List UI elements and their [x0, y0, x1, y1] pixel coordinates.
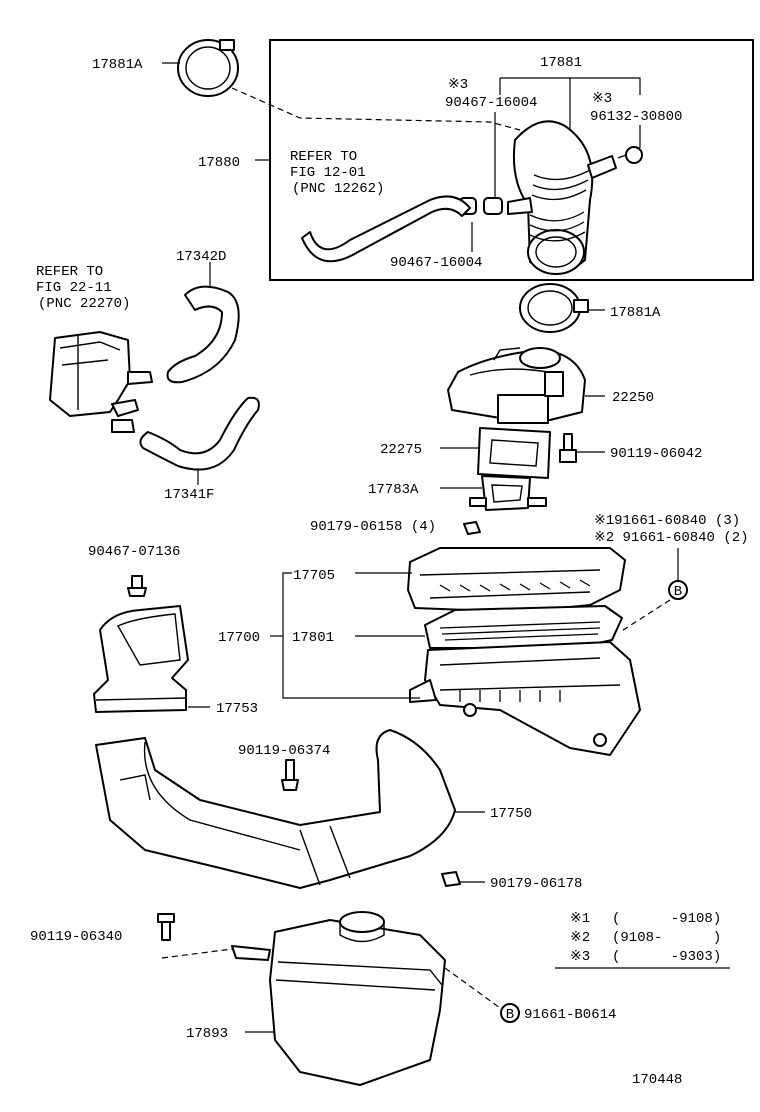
bolt-resonator — [157, 913, 175, 941]
filter-element — [424, 605, 623, 649]
label-17893: 17893 — [186, 1026, 228, 1042]
grommet-callout: B — [668, 580, 688, 600]
label-90119-06340: 90119-06340 — [30, 929, 122, 945]
legend-range-2: (9108- ) — [612, 930, 721, 946]
label-91661-b0614: 91661-B0614 — [524, 1007, 616, 1023]
label-90467-16004-bottom: 90467-16004 — [390, 255, 482, 271]
hose-17342d — [166, 285, 240, 384]
grommet-res-callout: B — [500, 1003, 520, 1023]
legend-range-3: ( -9303) — [612, 949, 721, 965]
label-17880: 17880 — [198, 155, 240, 171]
air-flow-meter — [447, 347, 586, 424]
label-17341f: 17341F — [164, 487, 214, 503]
refer-hose-upper — [301, 195, 471, 263]
label-grommet-2: ※2 91661-60840 (2) — [594, 530, 749, 546]
legend-mark-1: ※1 — [570, 911, 590, 927]
label-90467-07136: 90467-07136 — [88, 544, 180, 560]
label-17750: 17750 — [490, 806, 532, 822]
label-17700: 17700 — [218, 630, 260, 646]
duct-inlet — [93, 605, 189, 713]
label-96132-30800: 96132-30800 — [590, 109, 682, 125]
label-note3-right: ※3 — [592, 91, 612, 107]
clamp-bottom — [519, 283, 589, 333]
resonator — [231, 911, 446, 1086]
legend-range-1: ( -9108) — [612, 911, 721, 927]
clamp-top — [177, 39, 239, 97]
label-17801: 17801 — [292, 630, 334, 646]
label-22250: 22250 — [612, 390, 654, 406]
inlet-hose — [507, 120, 617, 275]
clip-right — [617, 146, 643, 164]
gasket — [477, 427, 551, 479]
ref2-line1: REFER TO — [36, 264, 103, 280]
label-17342d: 17342D — [176, 249, 226, 265]
nut-resonator — [441, 871, 461, 887]
callout-b-bottom: B — [506, 1007, 514, 1023]
ref2-line2: FIG 22-11 — [36, 280, 112, 296]
nut-small — [463, 521, 481, 535]
figure-id: 170448 — [632, 1072, 682, 1088]
ref1-line1: REFER TO — [290, 149, 357, 165]
label-22275: 22275 — [380, 442, 422, 458]
ref1-line2: FIG 12-01 — [290, 165, 366, 181]
bracket — [469, 475, 547, 511]
intake-duct — [95, 729, 456, 889]
label-17705: 17705 — [293, 568, 335, 584]
label-90179-06178: 90179-06178 — [490, 876, 582, 892]
label-17881: 17881 — [540, 55, 582, 71]
legend-mark-3: ※3 — [570, 949, 590, 965]
callout-b-top: B — [674, 584, 682, 600]
label-90467-16004-top: 90467-16004 — [445, 95, 537, 111]
hose-17341f — [139, 396, 260, 471]
label-90119-06042: 90119-06042 — [610, 446, 702, 462]
label-note3-left: ※3 — [448, 77, 468, 93]
label-90119-06374: 90119-06374 — [238, 743, 330, 759]
label-17881a-top: 17881A — [92, 57, 143, 73]
legend-mark-2: ※2 — [570, 930, 590, 946]
label-17753: 17753 — [216, 701, 258, 717]
cleaner-cap — [407, 547, 626, 613]
clip-duct — [127, 575, 147, 597]
bolt-meter — [559, 433, 577, 463]
ref2-line3: (PNC 22270) — [38, 296, 130, 312]
label-grommet-1: ※191661-60840 (3) — [594, 513, 740, 529]
label-17881a-bottom: 17881A — [610, 305, 661, 321]
label-90179-06158: 90179-06158 (4) — [310, 519, 436, 535]
refer-component — [49, 331, 153, 433]
label-17783a: 17783A — [368, 482, 419, 498]
clip-left — [459, 197, 503, 215]
cleaner-case — [409, 641, 641, 756]
ref1-line3: (PNC 12262) — [292, 181, 384, 197]
bolt-duct — [281, 759, 299, 791]
